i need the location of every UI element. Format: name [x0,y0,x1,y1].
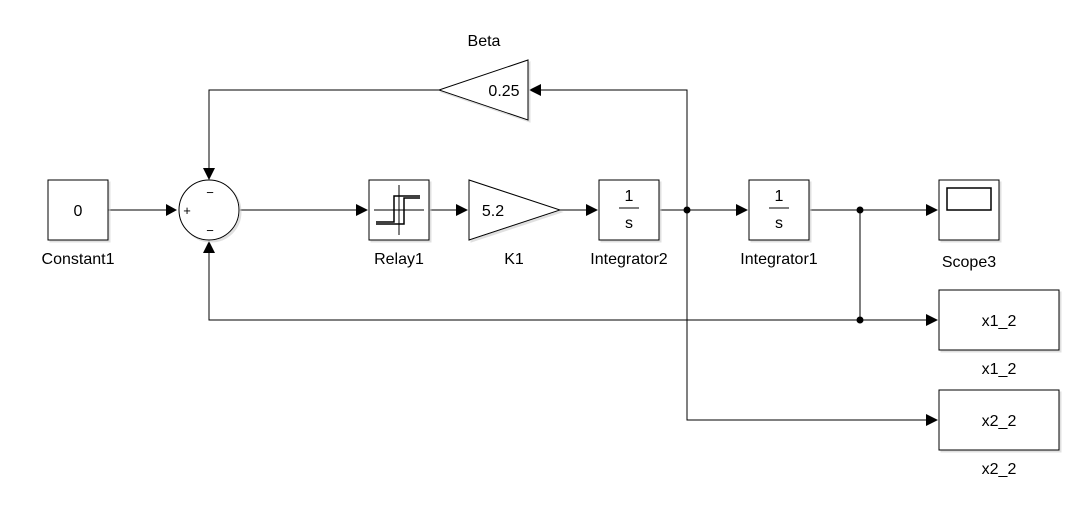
arrowhead [203,241,215,253]
arrowhead [926,204,938,216]
relay-name: Relay1 [374,251,424,268]
sum-block[interactable]: + − − [178,179,240,241]
integrator2-denominator: s [625,215,633,232]
to-workspace-x2-block[interactable]: x2_2 x2_2 [938,389,1060,478]
integrator2-numerator: 1 [625,188,634,205]
arrowhead [203,168,215,180]
arrowhead [736,204,748,216]
to-workspace-x1-block[interactable]: x1_2 x1_2 [938,289,1060,378]
arrowhead [529,84,541,96]
arrowhead [456,204,468,216]
arrowhead [926,314,938,326]
wire-branch-to-x2-2[interactable] [686,210,926,421]
arrowhead [586,204,598,216]
wire-branch-to-beta[interactable] [541,89,688,210]
to-workspace-x2-name: x2_2 [982,461,1017,478]
integrator1-numerator: 1 [775,188,784,205]
arrowhead [356,204,368,216]
gain-beta-block[interactable]: Beta 0.25 [437,33,529,121]
relay-hysteresis-icon [374,185,424,235]
scope-block[interactable]: Scope3 [938,179,1000,271]
sum-sign-top: − [206,185,214,200]
integrator1-denominator: s [775,215,783,232]
gain-k1-value: 5.2 [482,203,504,220]
to-workspace-x1-name: x1_2 [982,361,1017,378]
integrator1-name: Integrator1 [740,251,817,268]
integrator2-block[interactable]: 1 s Integrator2 [590,179,668,268]
scope-screen-icon [946,187,992,211]
to-workspace-x2-value: x2_2 [982,413,1017,430]
gain-k1-block[interactable]: 5.2 K1 [468,179,562,268]
to-workspace-x1-value: x1_2 [982,313,1017,330]
integrator2-name: Integrator2 [590,251,667,268]
constant-name: Constant1 [42,251,115,268]
gain-beta-value: 0.25 [488,83,519,100]
scope-name: Scope3 [942,254,996,271]
arrowhead [926,414,938,426]
signal-lines [108,84,938,426]
arrowhead [166,204,177,216]
gain-k1-name: K1 [504,251,524,268]
junction-dot [683,206,691,214]
constant-block[interactable]: 0 Constant1 [42,179,115,268]
sum-sign-left: + [183,203,191,218]
wire-beta-to-sum[interactable] [208,89,439,168]
gain-beta-name: Beta [468,33,501,50]
integrator1-block[interactable]: 1 s Integrator1 [740,179,818,268]
relay-block[interactable]: Relay1 [368,179,430,268]
wire-feedback-to-sum[interactable] [208,253,860,321]
constant-value: 0 [74,203,83,220]
sum-sign-bottom: − [206,223,214,238]
